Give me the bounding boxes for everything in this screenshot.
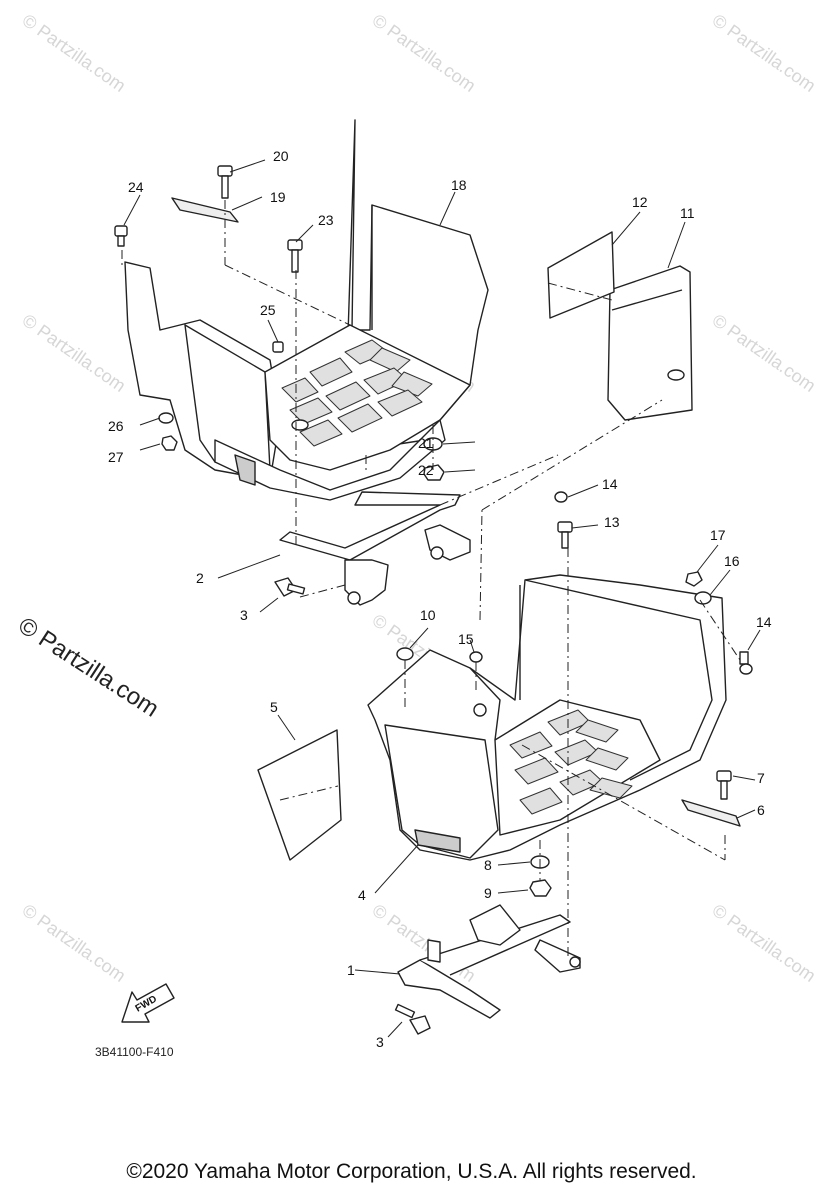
- callout-9: 9: [484, 885, 492, 901]
- callout-23: 23: [318, 212, 334, 228]
- callout-16: 16: [724, 553, 740, 569]
- callout-25: 25: [260, 302, 276, 318]
- callout-14: 14: [602, 476, 618, 492]
- callout-27: 27: [108, 449, 124, 465]
- callout-20: 20: [273, 148, 289, 164]
- callout-26: 26: [108, 418, 124, 434]
- callout-4: 4: [358, 887, 366, 903]
- callout-21: 21: [418, 435, 434, 451]
- callout-5: 5: [270, 699, 278, 715]
- callout-19: 19: [270, 189, 286, 205]
- callout-17: 17: [710, 527, 726, 543]
- footrest-bracket-lower: [397, 904, 581, 1019]
- leader-lines: [123, 159, 761, 1038]
- assembly-lines: [121, 200, 741, 960]
- callout-3: 3: [240, 607, 248, 623]
- callout-3: 3: [376, 1034, 384, 1050]
- callout-labels: 1233456789101112131414151617181920212223…: [108, 148, 772, 1050]
- footrest-bracket-upper: [279, 491, 471, 606]
- fwd-arrow-icon: [121, 983, 175, 1023]
- callout-15: 15: [458, 631, 474, 647]
- callout-7: 7: [757, 770, 765, 786]
- callout-11: 11: [680, 205, 695, 221]
- callout-14: 14: [756, 614, 772, 630]
- left-footrest-assembly: [124, 119, 489, 501]
- callout-10: 10: [420, 607, 436, 623]
- right-footrest-assembly: [367, 574, 727, 861]
- callout-13: 13: [604, 514, 620, 530]
- callout-22: 22: [418, 462, 434, 478]
- callout-24: 24: [128, 179, 144, 195]
- callout-6: 6: [757, 802, 765, 818]
- copyright-notice: ©2020 Yamaha Motor Corporation, U.S.A. A…: [126, 1160, 697, 1183]
- callout-2: 2: [196, 570, 204, 586]
- upper-hardware: [114, 165, 445, 597]
- callout-8: 8: [484, 857, 492, 873]
- diagram-code: 3B41100-F410: [95, 1045, 174, 1059]
- callout-12: 12: [632, 194, 648, 210]
- callout-18: 18: [451, 177, 467, 193]
- callout-1: 1: [347, 962, 355, 978]
